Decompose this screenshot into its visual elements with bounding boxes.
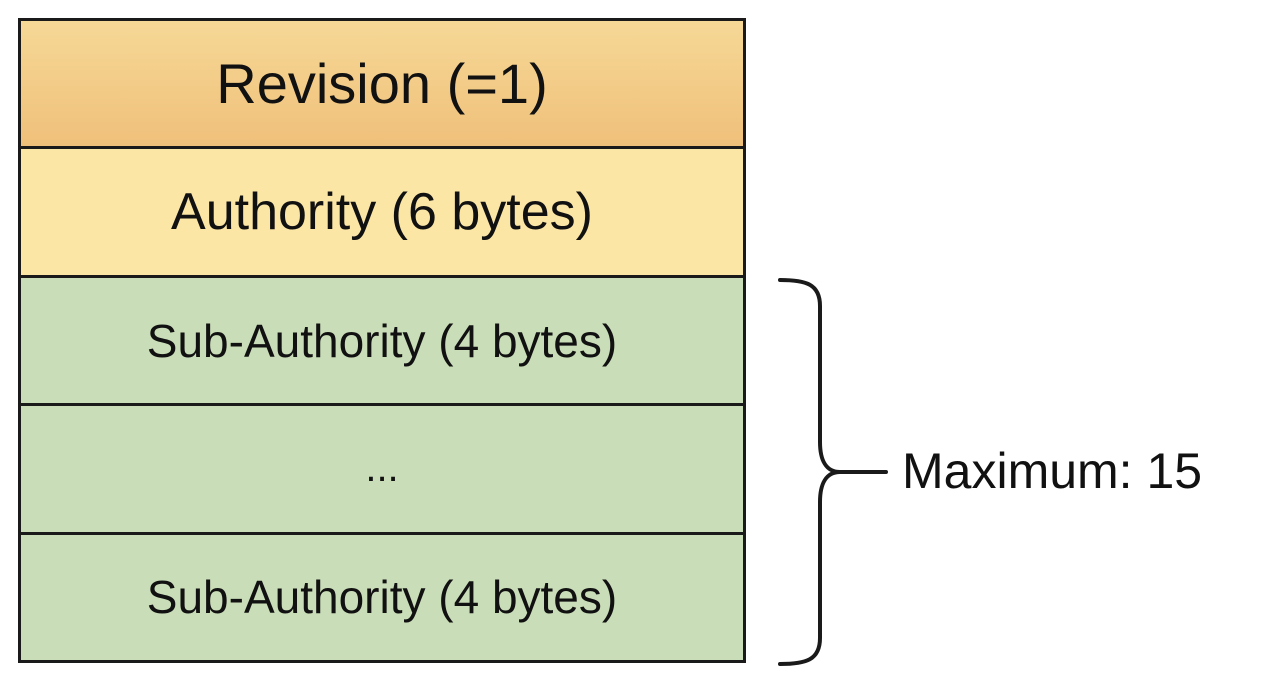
sub-authority-label-first: Sub-Authority (4 bytes) [146,314,618,367]
field-stack: Revision (=1) Authority (6 bytes) Sub-Au… [18,18,746,663]
revision-field: Revision (=1) [21,21,743,147]
sub-authority-label-last: Sub-Authority (4 bytes) [146,571,618,624]
authority-label: Authority (6 bytes) [171,183,593,242]
curly-brace-icon [778,278,888,666]
revision-label: Revision (=1) [216,52,548,116]
authority-field: Authority (6 bytes) [21,146,743,275]
ellipsis-field: ... [21,403,743,532]
sub-authority-field-last: Sub-Authority (4 bytes) [21,531,743,661]
sub-authority-field-first: Sub-Authority (4 bytes) [21,274,743,404]
ellipsis-label: ... [365,446,399,491]
maximum-annotation: Maximum: 15 [902,443,1203,499]
